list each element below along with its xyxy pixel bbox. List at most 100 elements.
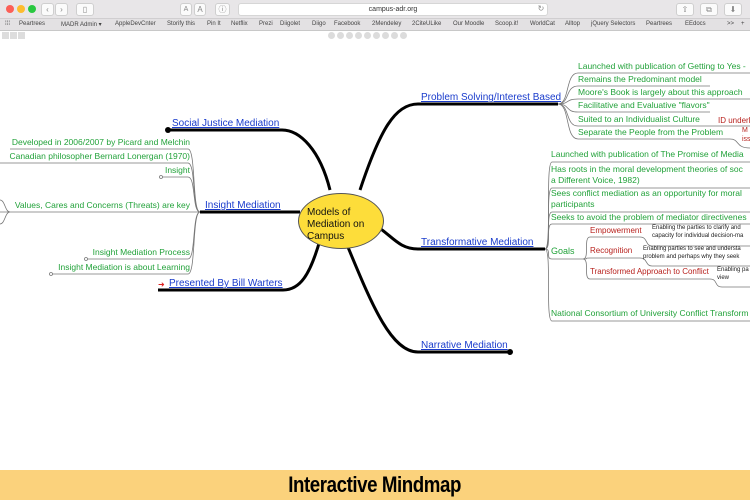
topic-transformative[interactable]: Transformative Mediation [421, 237, 534, 248]
bookmark[interactable]: jQuery Selectors [591, 21, 636, 27]
leaf-line: a Different Voice, 1982) [551, 175, 640, 185]
sub-topic-line: M [742, 127, 748, 134]
leaf-line: Has roots in the moral development theor… [551, 164, 743, 174]
bookmark[interactable]: 2CiteULike [412, 21, 442, 27]
top-sites-icon[interactable]: ⁞⁞⁞ [5, 21, 11, 27]
leaf-topic[interactable]: Has roots in the moral development theor… [551, 164, 743, 186]
bookmark[interactable]: Scoop.it! [495, 21, 519, 27]
font-smaller-button[interactable]: A [180, 3, 192, 16]
goal-description: Enabling pa view [717, 266, 749, 282]
footer-banner: Interactive Mindmap [0, 470, 750, 500]
nav-button[interactable] [355, 32, 362, 39]
bookmark[interactable]: Facebook [334, 21, 361, 27]
sub-topic[interactable]: ID underl [718, 116, 750, 125]
nav-button[interactable] [373, 32, 380, 39]
leaf-topic[interactable]: Insight Mediation Process [92, 247, 190, 257]
minimize-window-button[interactable] [17, 5, 25, 13]
zoom-window-button[interactable] [28, 5, 36, 13]
bookmarks-bar: ⁞⁞⁞ Peartrees MADR Admin ▾ AppleDevCnter… [0, 19, 750, 31]
bookmark[interactable]: Storify this [167, 21, 196, 27]
back-button[interactable]: ‹ [41, 3, 54, 16]
leaf-topic[interactable]: Launched with publication of The Promise… [551, 149, 744, 159]
goal-transformed-approach[interactable]: Transformed Approach to Conflict [590, 267, 709, 276]
sidebar-icon[interactable]: ▯ [76, 3, 94, 16]
bookmark[interactable]: Our Moodle [453, 21, 485, 27]
nav-button[interactable] [337, 32, 344, 39]
map-controls [0, 31, 750, 40]
goal-description: Enabling the parties to clarify and capac… [652, 224, 743, 240]
arrow-icon: ➜ [158, 280, 165, 289]
reload-icon[interactable]: ↻ [537, 4, 545, 13]
bookmark[interactable]: Diigo [312, 21, 326, 27]
leaf-line: participants [551, 199, 595, 209]
leaf-topic[interactable]: Values, Cares and Concerns (Threats) are… [14, 200, 190, 210]
topic-narrative[interactable]: Narrative Mediation [421, 340, 508, 351]
leaf-topic[interactable]: Facilitative and Evaluative "flavors" [578, 100, 710, 110]
downloads-icon[interactable]: ⬇ [724, 3, 742, 16]
topic-social-justice[interactable]: Social Justice Mediation [172, 118, 280, 129]
url-field[interactable]: campus-adr.org [238, 3, 548, 16]
leaf-topic[interactable]: Developed in 2006/2007 by Picard and Mel… [11, 137, 190, 147]
footer-title: Interactive Mindmap [288, 472, 462, 497]
topic-problem-solving[interactable]: Problem Solving/Interest Based [421, 92, 562, 103]
desc-line: capacity for individual decision-ma [652, 233, 744, 239]
leaf-topic[interactable]: Moore's Book is largely about this appro… [578, 87, 743, 97]
goal-recognition[interactable]: Recognition [590, 246, 633, 255]
nav-button[interactable] [391, 32, 398, 39]
bookmark[interactable]: Netflix [231, 21, 248, 27]
leaf-topic[interactable]: Separate the People from the Problem [578, 127, 724, 137]
leaf-line: Sees conflict mediation as an opportunit… [551, 188, 742, 198]
bookmark[interactable]: Peartrees [646, 21, 673, 27]
nav-button[interactable] [400, 32, 407, 39]
bookmark[interactable]: Prezi [259, 21, 273, 27]
share-icon[interactable]: ⇧ [676, 3, 694, 16]
goal-empowerment[interactable]: Empowerment [590, 226, 642, 235]
desc-line: problem and perhaps why they seek [643, 254, 740, 260]
close-window-button[interactable] [6, 5, 14, 13]
bookmark[interactable]: EEdocs [685, 21, 706, 27]
leaf-topic[interactable]: Insight Mediation is about Learning [58, 262, 190, 272]
leaf-topic[interactable]: Remains the Predominant model [578, 74, 702, 84]
leaf-topic[interactable]: Sees conflict mediation as an opportunit… [551, 188, 742, 210]
leaf-topic[interactable]: National Consortium of University Confli… [551, 308, 749, 318]
font-larger-button[interactable]: A [194, 3, 206, 16]
map-control-button[interactable] [10, 32, 17, 39]
map-control-button[interactable] [2, 32, 9, 39]
nav-button[interactable] [346, 32, 353, 39]
nav-button[interactable] [364, 32, 371, 39]
desc-line: Enabling the parties to clarify and [652, 225, 741, 231]
desc-line: Enabling parties to see and understa [643, 246, 741, 252]
leaf-topic[interactable]: Seeks to avoid the problem of mediator d… [551, 212, 747, 222]
bookmark[interactable]: Alltop [565, 21, 581, 27]
goals-topic[interactable]: Goals [551, 246, 575, 256]
bookmark[interactable]: Peartrees [19, 21, 46, 27]
bookmark[interactable]: 2Mendeley [372, 21, 402, 27]
bookmark[interactable]: MADR Admin ▾ [61, 22, 102, 28]
topic-presented-by[interactable]: Presented By Bill Warters [169, 278, 283, 289]
bookmark[interactable]: WorldCat [530, 21, 555, 27]
mindmap-connectors [0, 72, 750, 355]
leaf-topic[interactable]: Insight [164, 165, 190, 175]
forward-button[interactable]: › [55, 3, 68, 16]
desc-line: view [717, 275, 730, 281]
bookmark[interactable]: AppleDevCnter [115, 21, 156, 27]
desc-line: Enabling pa [717, 267, 749, 273]
topic-insight[interactable]: Insight Mediation [205, 200, 281, 211]
nav-button[interactable] [382, 32, 389, 39]
bookmark[interactable]: Pin It [207, 21, 221, 27]
new-tab-button[interactable]: + [741, 21, 745, 27]
leaf-topic[interactable]: Launched with publication of Getting to … [578, 61, 746, 71]
mindmap-canvas: Models of Mediation on Campus Problem So… [0, 40, 750, 470]
privacy-icon[interactable]: ⓘ [215, 3, 230, 16]
map-control-button[interactable] [18, 32, 25, 39]
nav-button[interactable] [328, 32, 335, 39]
tabs-icon[interactable]: ⧉ [700, 3, 718, 16]
central-topic[interactable]: Models of Mediation on Campus [298, 193, 384, 249]
more-bookmarks-button[interactable]: >> [727, 21, 735, 27]
leaf-topic[interactable]: Canadian philosopher Bernard Lonergan (1… [9, 151, 190, 161]
goal-description: Enabling parties to see and understa prob… [643, 245, 741, 261]
leaf-topic[interactable]: Suited to an Individualist Culture [578, 114, 700, 124]
sub-topic-line: iss [742, 136, 750, 143]
bookmark[interactable]: Diigolet [280, 21, 301, 27]
